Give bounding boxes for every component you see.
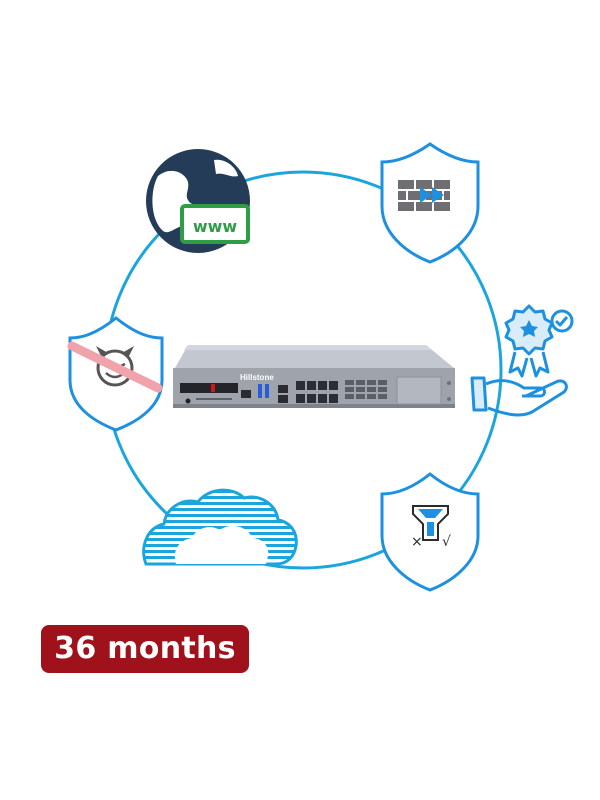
blocked-devil-shield-icon bbox=[67, 316, 164, 432]
subscription-badge: 36 months bbox=[41, 625, 249, 673]
award-hand-icon bbox=[470, 304, 574, 417]
svg-text:×: × bbox=[411, 534, 423, 550]
globe-www-icon: www bbox=[146, 149, 250, 253]
firewall-appliance: Hillstone bbox=[173, 345, 455, 408]
svg-text:√: √ bbox=[442, 534, 451, 550]
filter-shield-icon: × √ bbox=[380, 472, 480, 592]
www-label: www bbox=[193, 217, 238, 236]
brand-label: Hillstone bbox=[240, 373, 274, 382]
firewall-shield-icon bbox=[380, 142, 480, 264]
cloud-icon bbox=[142, 488, 298, 566]
